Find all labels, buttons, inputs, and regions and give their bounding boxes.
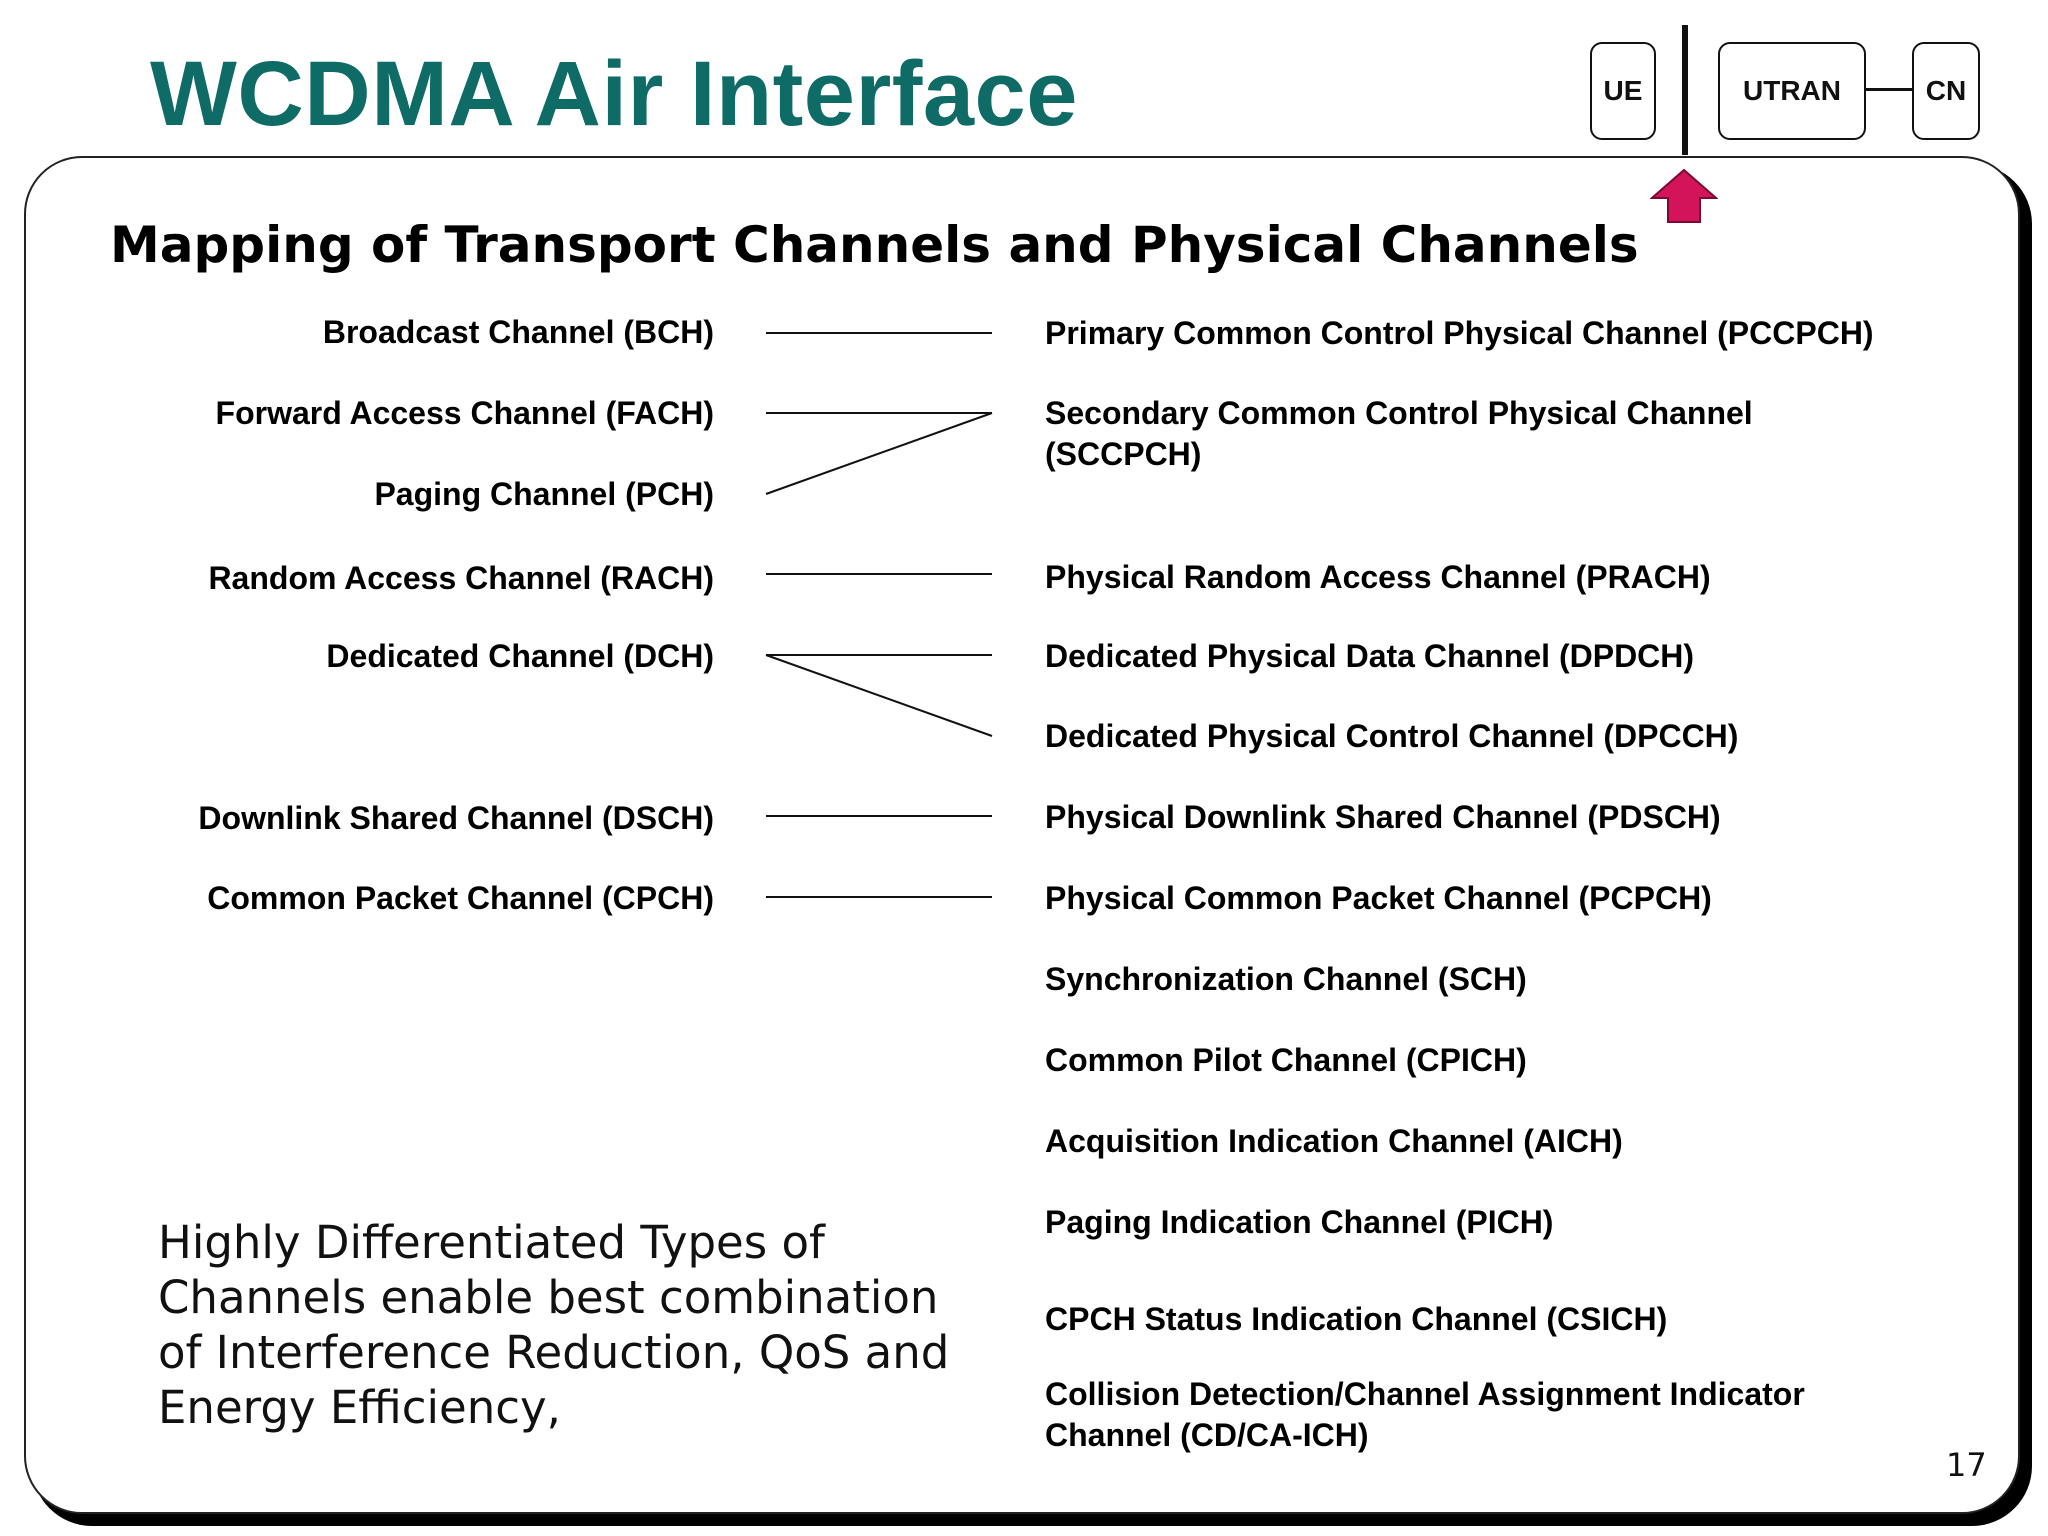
air-interface-divider	[1682, 25, 1688, 155]
map-dch-dpcch	[765, 654, 993, 737]
transport-channel-dch: Dedicated Channel (DCH)	[326, 638, 714, 674]
transport-channel-bch: Broadcast Channel (BCH)	[322, 314, 714, 350]
transport-channel-rach: Random Access Channel (RACH)	[208, 560, 714, 596]
physical-channel-pdsch: Physical Downlink Shared Channel (PDSCH)	[1045, 799, 1721, 835]
page-number: 17	[1946, 1446, 1987, 1484]
physical-channel-cdcaich-line2: Channel (CD/CA-ICH)	[1045, 1417, 1369, 1453]
physical-channel-sch: Synchronization Channel (SCH)	[1045, 961, 1527, 997]
physical-channel-cpich: Common Pilot Channel (CPICH)	[1045, 1042, 1527, 1078]
utran-cn-link	[1864, 88, 1912, 91]
arrow-up-icon	[1650, 168, 1718, 223]
section-subtitle: Mapping of Transport Channels and Physic…	[110, 216, 1639, 274]
physical-channel-csich: CPCH Status Indication Channel (CSICH)	[1045, 1301, 1668, 1337]
physical-channel-pccpch: Primary Common Control Physical Channel …	[1045, 315, 1874, 351]
slide-title: WCDMA Air Interface	[150, 43, 1078, 145]
physical-channel-pcpch: Physical Common Packet Channel (PCPCH)	[1045, 880, 1712, 916]
map-pch-sccpch	[765, 412, 993, 495]
ue-box: UE	[1590, 42, 1656, 140]
physical-channel-cdcaich-line1: Collision Detection/Channel Assignment I…	[1045, 1376, 1805, 1412]
physical-channel-aich: Acquisition Indication Channel (AICH)	[1045, 1123, 1623, 1159]
summary-note: Highly Differentiated Types of Channels …	[158, 1216, 950, 1434]
physical-channel-dpdch: Dedicated Physical Data Channel (DPDCH)	[1045, 638, 1695, 674]
transport-channel-pch: Paging Channel (PCH)	[374, 476, 714, 512]
physical-channel-pich: Paging Indication Channel (PICH)	[1045, 1204, 1554, 1240]
transport-channel-cpch: Common Packet Channel (CPCH)	[207, 880, 714, 916]
physical-channel-sccpch-line2: (SCCPCH)	[1045, 436, 1202, 472]
content-panel	[24, 156, 2020, 1514]
physical-channel-dpcch: Dedicated Physical Control Channel (DPCC…	[1045, 718, 1739, 754]
physical-channel-prach: Physical Random Access Channel (PRACH)	[1045, 559, 1711, 595]
cn-box: CN	[1912, 42, 1980, 140]
utran-box: UTRAN	[1718, 42, 1866, 140]
physical-channel-sccpch-line1: Secondary Common Control Physical Channe…	[1045, 395, 1753, 431]
transport-channel-fach: Forward Access Channel (FACH)	[215, 395, 714, 431]
transport-channel-dsch: Downlink Shared Channel (DSCH)	[198, 800, 714, 836]
